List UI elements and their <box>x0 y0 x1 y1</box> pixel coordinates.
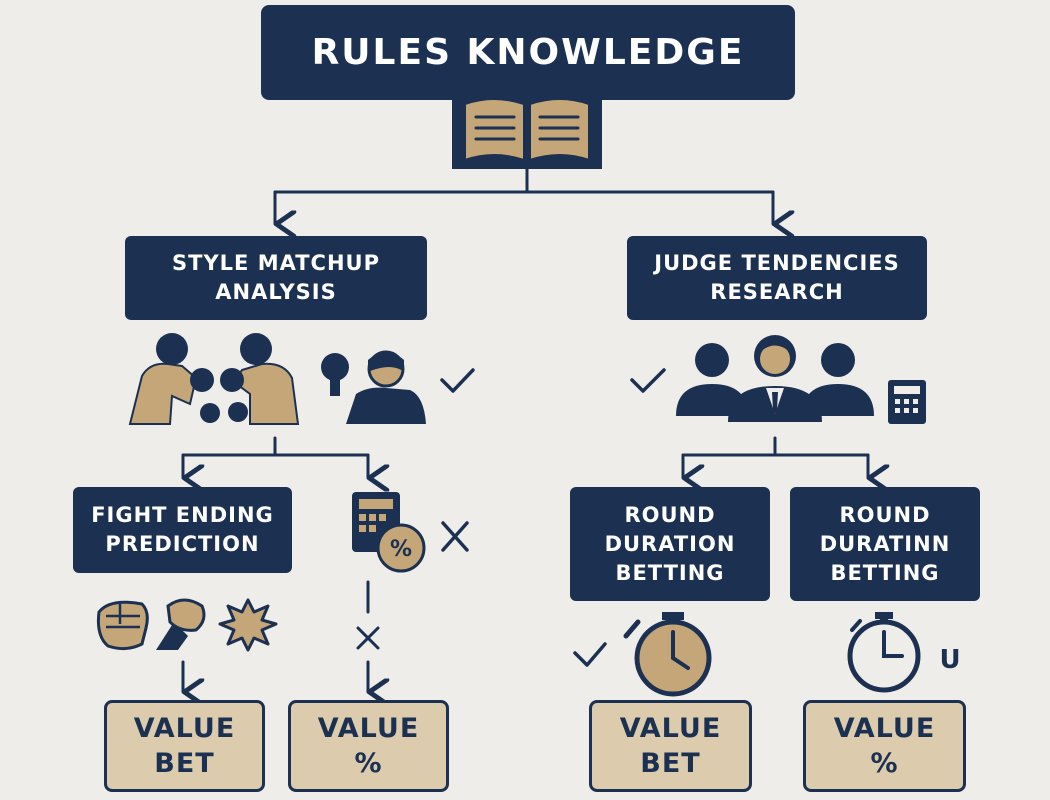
stopwatch-icon <box>623 612 712 697</box>
outcome-label: VALUE % <box>833 713 936 779</box>
root-node-rules-knowledge: RULES KNOWLEDGE <box>261 5 795 100</box>
svg-text:%: % <box>390 537 412 562</box>
calculator-percent-icon: % <box>352 492 426 573</box>
outcome-label: VALUE % <box>317 713 420 779</box>
outcome-label: VALUE BET <box>133 713 236 779</box>
node-label: ROUND DURATINN BETTING <box>819 502 951 585</box>
cross-icon <box>356 626 380 650</box>
root-node-label: RULES KNOWLEDGE <box>311 32 745 73</box>
outcome-value-percent-1: VALUE % <box>288 700 449 792</box>
outcome-label: VALUE BET <box>619 713 722 779</box>
judges-icon <box>676 335 874 422</box>
node-label: STYLE MATCHUP ANALYSIS <box>172 251 380 304</box>
u-mark: U <box>939 645 960 675</box>
check-icon <box>630 368 666 393</box>
node-round-duration-betting: ROUND DURATION BETTING <box>570 487 770 601</box>
outcome-value-bet-2: VALUE BET <box>589 700 752 792</box>
connectors <box>181 166 868 692</box>
stopwatch-icon <box>847 612 921 693</box>
impact-burst-icon <box>218 598 278 652</box>
cross-icon <box>441 521 469 552</box>
fist-icon <box>96 600 149 651</box>
node-fight-ending-prediction: FIGHT ENDING PREDICTION <box>73 487 292 573</box>
node-round-duratinn-betting: ROUND DURATINN BETTING <box>790 487 980 601</box>
check-icon <box>573 642 607 667</box>
node-label: FIGHT ENDING PREDICTION <box>91 503 274 556</box>
open-book-icon <box>452 94 602 169</box>
punch-icon <box>156 598 206 650</box>
node-style-matchup-analysis: STYLE MATCHUP ANALYSIS <box>125 236 427 320</box>
node-judge-tendencies-research: JUDGE TENDENCIES RESEARCH <box>627 236 927 320</box>
outcome-value-bet-1: VALUE BET <box>104 700 265 792</box>
check-icon <box>440 368 475 393</box>
node-label: JUDGE TENDENCIES RESEARCH <box>654 251 900 304</box>
outcome-value-percent-2: VALUE % <box>803 700 966 792</box>
boxer-icon <box>321 350 426 424</box>
calculator-icon <box>888 380 926 424</box>
boxers-icon <box>128 333 300 425</box>
node-label: ROUND DURATION BETTING <box>604 502 736 585</box>
